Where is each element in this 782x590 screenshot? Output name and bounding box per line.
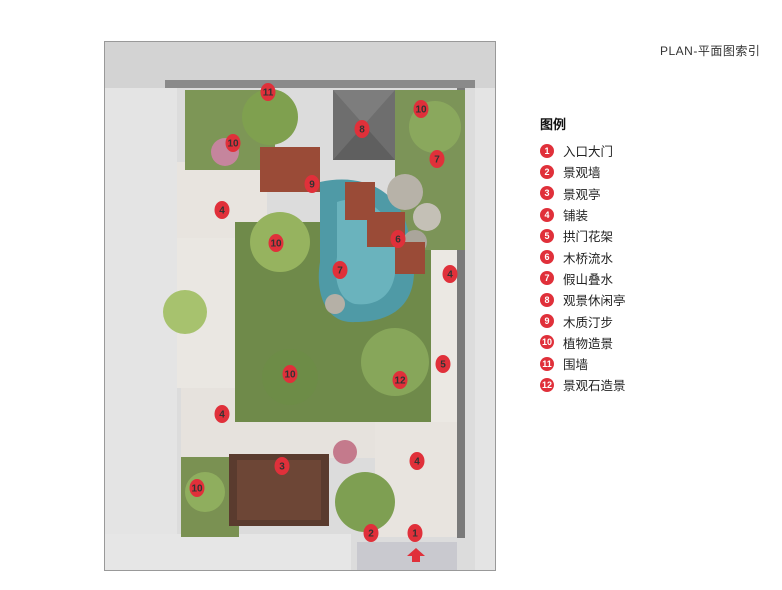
svg-text:9: 9 bbox=[309, 180, 315, 191]
legend-badge: 7 bbox=[540, 271, 554, 286]
legend-badge: 1 bbox=[540, 143, 554, 158]
legend-label: 木桥流水 bbox=[563, 251, 614, 266]
svg-text:11: 11 bbox=[263, 88, 274, 99]
legend-badge: 3 bbox=[540, 186, 554, 201]
legend-badge: 9 bbox=[540, 314, 554, 329]
index-marker: 11 bbox=[260, 83, 276, 101]
timber-bridge bbox=[345, 182, 425, 274]
index-marker: 10 bbox=[413, 100, 429, 118]
rockery bbox=[325, 294, 345, 314]
svg-text:6: 6 bbox=[395, 235, 401, 246]
index-marker: 10 bbox=[282, 365, 298, 383]
legend-item: 11 围墙 bbox=[540, 353, 626, 374]
index-marker: 6 bbox=[390, 230, 406, 248]
index-marker: 8 bbox=[354, 120, 370, 138]
legend-item: 9 木质汀步 bbox=[540, 310, 626, 331]
index-marker: 10 bbox=[225, 134, 241, 152]
legend-label: 景观石造景 bbox=[563, 379, 626, 394]
index-marker: 10 bbox=[189, 479, 205, 497]
legend-label: 植物造景 bbox=[563, 336, 614, 351]
pavilion-roof bbox=[333, 125, 395, 160]
index-marker: 10 bbox=[268, 234, 284, 252]
legend-label: 围墙 bbox=[563, 358, 589, 373]
index-marker: 4 bbox=[409, 452, 425, 470]
svg-text:4: 4 bbox=[219, 410, 225, 421]
legend-item: 6 木桥流水 bbox=[540, 246, 626, 267]
legend-label: 拱门花架 bbox=[563, 230, 614, 245]
svg-text:5: 5 bbox=[440, 360, 446, 371]
legend-item: 5 拱门花架 bbox=[540, 225, 626, 246]
legend-label: 木质汀步 bbox=[563, 315, 614, 330]
legend-badge: 12 bbox=[540, 377, 554, 392]
index-marker: 7 bbox=[332, 261, 348, 279]
svg-text:10: 10 bbox=[284, 370, 296, 381]
legend-item: 10 植物造景 bbox=[540, 332, 626, 353]
index-marker: 4 bbox=[442, 265, 458, 283]
legend-item: 12 景观石造景 bbox=[540, 374, 626, 395]
flowering-shrub bbox=[333, 440, 357, 464]
plan-title: PLAN-平面图索引 bbox=[660, 44, 761, 58]
index-marker: 2 bbox=[363, 524, 379, 542]
index-marker: 4 bbox=[214, 201, 230, 219]
entrance-arrow-icon bbox=[407, 548, 425, 562]
svg-text:10: 10 bbox=[415, 105, 427, 116]
legend-badge: 6 bbox=[540, 250, 554, 265]
legend-item: 3 景观亭 bbox=[540, 183, 626, 204]
index-marker: 1 bbox=[407, 524, 423, 542]
svg-text:7: 7 bbox=[337, 266, 343, 277]
street-area bbox=[105, 534, 351, 570]
legend-label: 景观亭 bbox=[563, 187, 601, 202]
legend-badge: 2 bbox=[540, 164, 554, 179]
legend-label: 入口大门 bbox=[563, 145, 614, 160]
svg-text:7: 7 bbox=[434, 155, 440, 166]
tree-canopy bbox=[242, 89, 298, 145]
index-marker: 5 bbox=[435, 355, 451, 373]
legend-label: 铺装 bbox=[563, 209, 589, 224]
legend-item: 7 假山叠水 bbox=[540, 268, 626, 289]
pavilion-roof bbox=[333, 90, 395, 125]
neighbour-block-right bbox=[475, 88, 495, 570]
rockery bbox=[413, 203, 441, 231]
svg-text:4: 4 bbox=[219, 206, 225, 217]
legend-badge: 11 bbox=[540, 356, 554, 371]
svg-text:12: 12 bbox=[394, 376, 406, 387]
entry-path bbox=[357, 542, 457, 570]
legend-label: 假山叠水 bbox=[563, 272, 614, 287]
legend-heading: 图例 bbox=[540, 117, 567, 132]
legend-badge: 8 bbox=[540, 292, 554, 307]
neighbour-block-left bbox=[105, 88, 177, 570]
index-marker: 4 bbox=[214, 405, 230, 423]
svg-text:10: 10 bbox=[270, 239, 282, 250]
rockery bbox=[387, 174, 423, 210]
index-marker: 3 bbox=[274, 457, 290, 475]
boundary-wall-right bbox=[457, 88, 465, 538]
svg-text:4: 4 bbox=[447, 270, 453, 281]
svg-text:1: 1 bbox=[412, 529, 418, 540]
svg-text:3: 3 bbox=[279, 462, 285, 473]
legend-badge: 5 bbox=[540, 228, 554, 243]
index-marker: 9 bbox=[304, 175, 320, 193]
legend-label: 观景休闲亭 bbox=[563, 294, 626, 309]
legend-badge: 10 bbox=[540, 335, 554, 350]
svg-text:10: 10 bbox=[227, 139, 239, 150]
legend-item: 1 入口大门 bbox=[540, 140, 626, 161]
legend-item: 8 观景休闲亭 bbox=[540, 289, 626, 310]
index-marker: 12 bbox=[392, 371, 408, 389]
legend-item: 4 铺装 bbox=[540, 204, 626, 225]
svg-text:4: 4 bbox=[414, 457, 420, 468]
svg-text:10: 10 bbox=[191, 484, 203, 495]
legend-label: 景观墙 bbox=[563, 166, 601, 181]
legend-item: 2 景观墙 bbox=[540, 161, 626, 182]
tree-canopy bbox=[361, 328, 429, 396]
site-plan: 11 10 8 10 7 9 4 10 6 7 4 5 10 12 4 3 4 … bbox=[104, 41, 496, 571]
legend-badge: 4 bbox=[540, 207, 554, 222]
svg-text:8: 8 bbox=[359, 125, 365, 136]
boundary-wall-top bbox=[165, 80, 475, 88]
tree-canopy bbox=[335, 472, 395, 532]
index-marker: 7 bbox=[429, 150, 445, 168]
svg-text:2: 2 bbox=[368, 529, 374, 540]
tree-canopy bbox=[163, 290, 207, 334]
